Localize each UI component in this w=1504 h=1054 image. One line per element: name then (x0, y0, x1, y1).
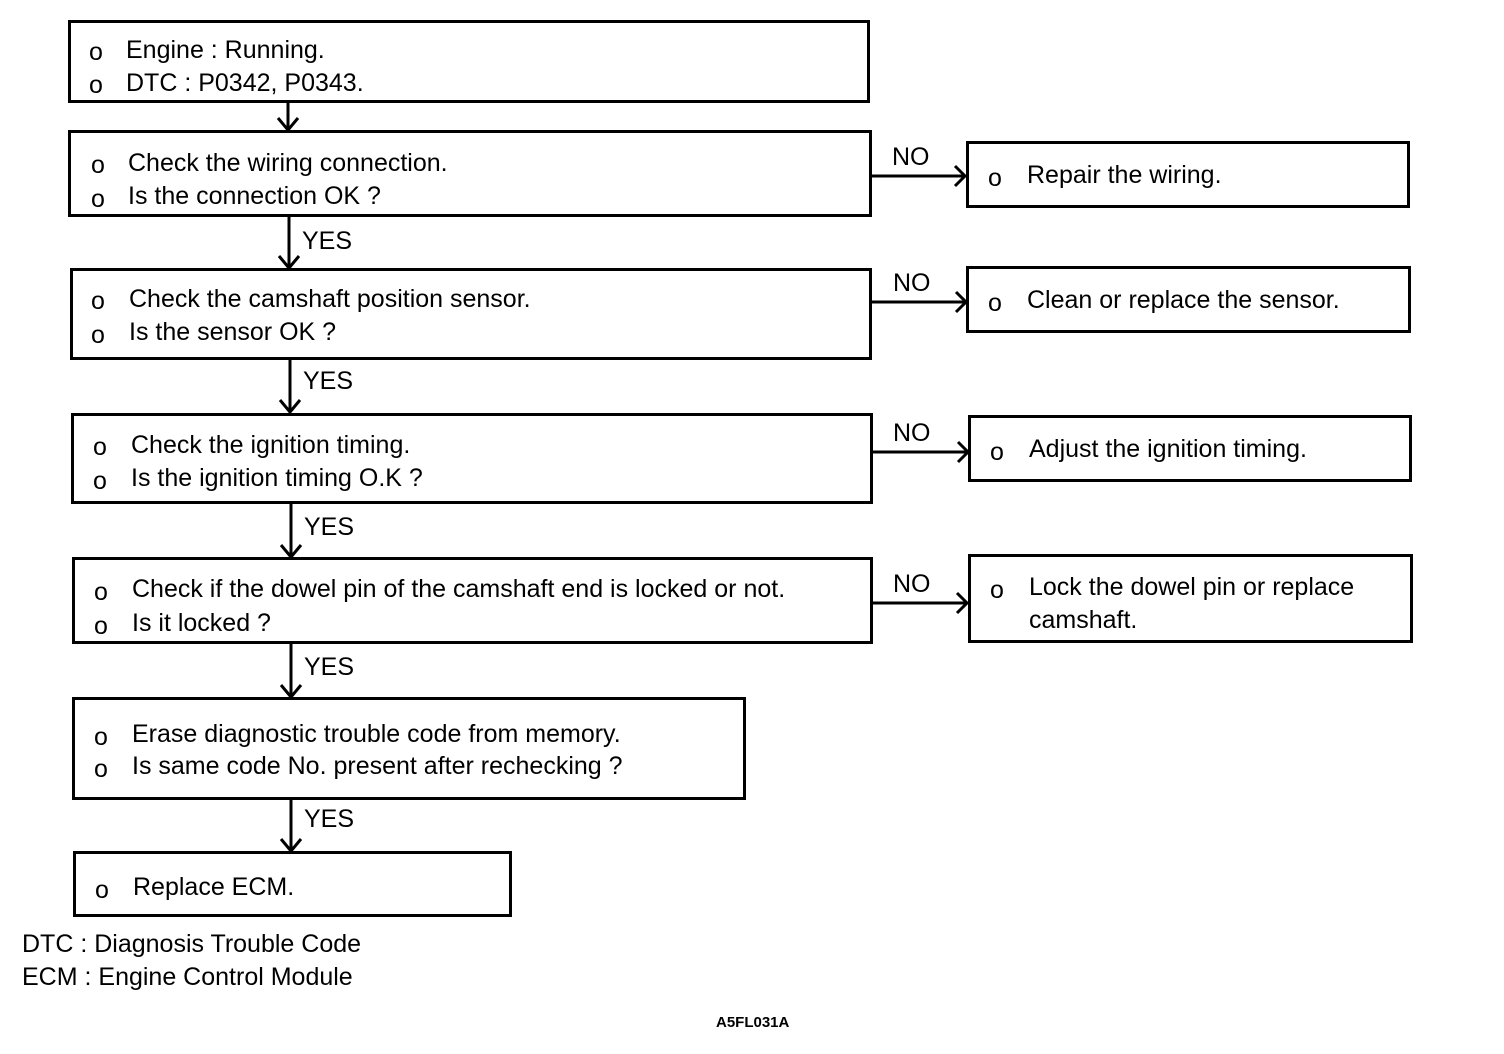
action-text: camshaft. (1029, 606, 1138, 634)
bullet-icon: o (89, 71, 103, 99)
arrow-right-4 (872, 591, 970, 615)
action-text: Adjust the ignition timing. (1029, 435, 1307, 463)
bullet-icon: o (89, 38, 103, 66)
arrow-down-4 (279, 503, 303, 560)
bullet-icon: o (988, 289, 1002, 317)
no-label: NO (893, 269, 931, 297)
step-text: Engine : Running. (126, 36, 325, 64)
bullet-icon: o (91, 287, 105, 315)
bullet-icon: o (93, 433, 107, 461)
yes-label: YES (304, 805, 355, 833)
action-text: Clean or replace the sensor. (1027, 286, 1340, 314)
legend-dtc: DTC : Diagnosis Trouble Code (22, 930, 362, 958)
yes-label: YES (304, 653, 355, 681)
no-label: NO (893, 419, 931, 447)
bullet-icon: o (94, 612, 108, 640)
step-text: Is same code No. present after recheckin… (132, 752, 623, 780)
action-text: Lock the dowel pin or replace (1029, 573, 1355, 601)
step-box-7: o Replace ECM. (73, 851, 512, 917)
step-text: Check if the dowel pin of the camshaft e… (132, 575, 786, 603)
step-box-5: o Check if the dowel pin of the camshaft… (72, 557, 873, 644)
action-box-2: o Clean or replace the sensor. (966, 266, 1411, 333)
action-box-3: o Adjust the ignition timing. (968, 415, 1412, 482)
arrow-right-1 (870, 164, 968, 188)
step-box-3: o Check the camshaft position sensor. o … (70, 268, 872, 360)
step-box-2: o Check the wiring connection. o Is the … (68, 130, 872, 217)
action-text: Repair the wiring. (1027, 161, 1222, 189)
step-box-4: o Check the ignition timing. o Is the ig… (71, 413, 873, 504)
yes-label: YES (302, 227, 353, 255)
arrow-down-6 (279, 799, 303, 854)
step-text: Is the sensor OK ? (129, 318, 337, 346)
bullet-icon: o (94, 723, 108, 751)
arrow-down-3 (278, 360, 302, 415)
bullet-icon: o (94, 578, 108, 606)
no-label: NO (892, 143, 930, 171)
step-text: DTC : P0342, P0343. (126, 69, 364, 97)
step-box-6: o Erase diagnostic trouble code from mem… (72, 697, 746, 800)
arrow-down-1 (276, 103, 300, 133)
yes-label: YES (303, 367, 354, 395)
no-label: NO (893, 570, 931, 598)
step-text: Is the ignition timing O.K ? (131, 464, 423, 492)
step-text: Check the camshaft position sensor. (129, 285, 531, 313)
legend-ecm: ECM : Engine Control Module (22, 963, 353, 991)
bullet-icon: o (91, 151, 105, 179)
step-text: Check the ignition timing. (131, 431, 411, 459)
bullet-icon: o (94, 755, 108, 783)
step-text: Erase diagnostic trouble code from memor… (132, 720, 621, 748)
action-box-1: o Repair the wiring. (966, 141, 1410, 208)
bullet-icon: o (990, 576, 1004, 604)
action-box-4: o Lock the dowel pin or replace camshaft… (968, 554, 1413, 643)
step-box-1: o Engine : Running. o DTC : P0342, P0343… (68, 20, 870, 103)
bullet-icon: o (93, 467, 107, 495)
arrow-down-5 (279, 642, 303, 700)
bullet-icon: o (91, 185, 105, 213)
arrow-down-2 (277, 216, 301, 271)
step-text: Replace ECM. (133, 873, 295, 901)
step-text: Is it locked ? (132, 609, 271, 637)
figure-id: A5FL031A (716, 1014, 790, 1031)
bullet-icon: o (91, 321, 105, 349)
step-text: Check the wiring connection. (128, 149, 448, 177)
bullet-icon: o (988, 164, 1002, 192)
step-text: Is the connection OK ? (128, 182, 381, 210)
bullet-icon: o (95, 876, 109, 904)
yes-label: YES (304, 513, 355, 541)
bullet-icon: o (990, 438, 1004, 466)
